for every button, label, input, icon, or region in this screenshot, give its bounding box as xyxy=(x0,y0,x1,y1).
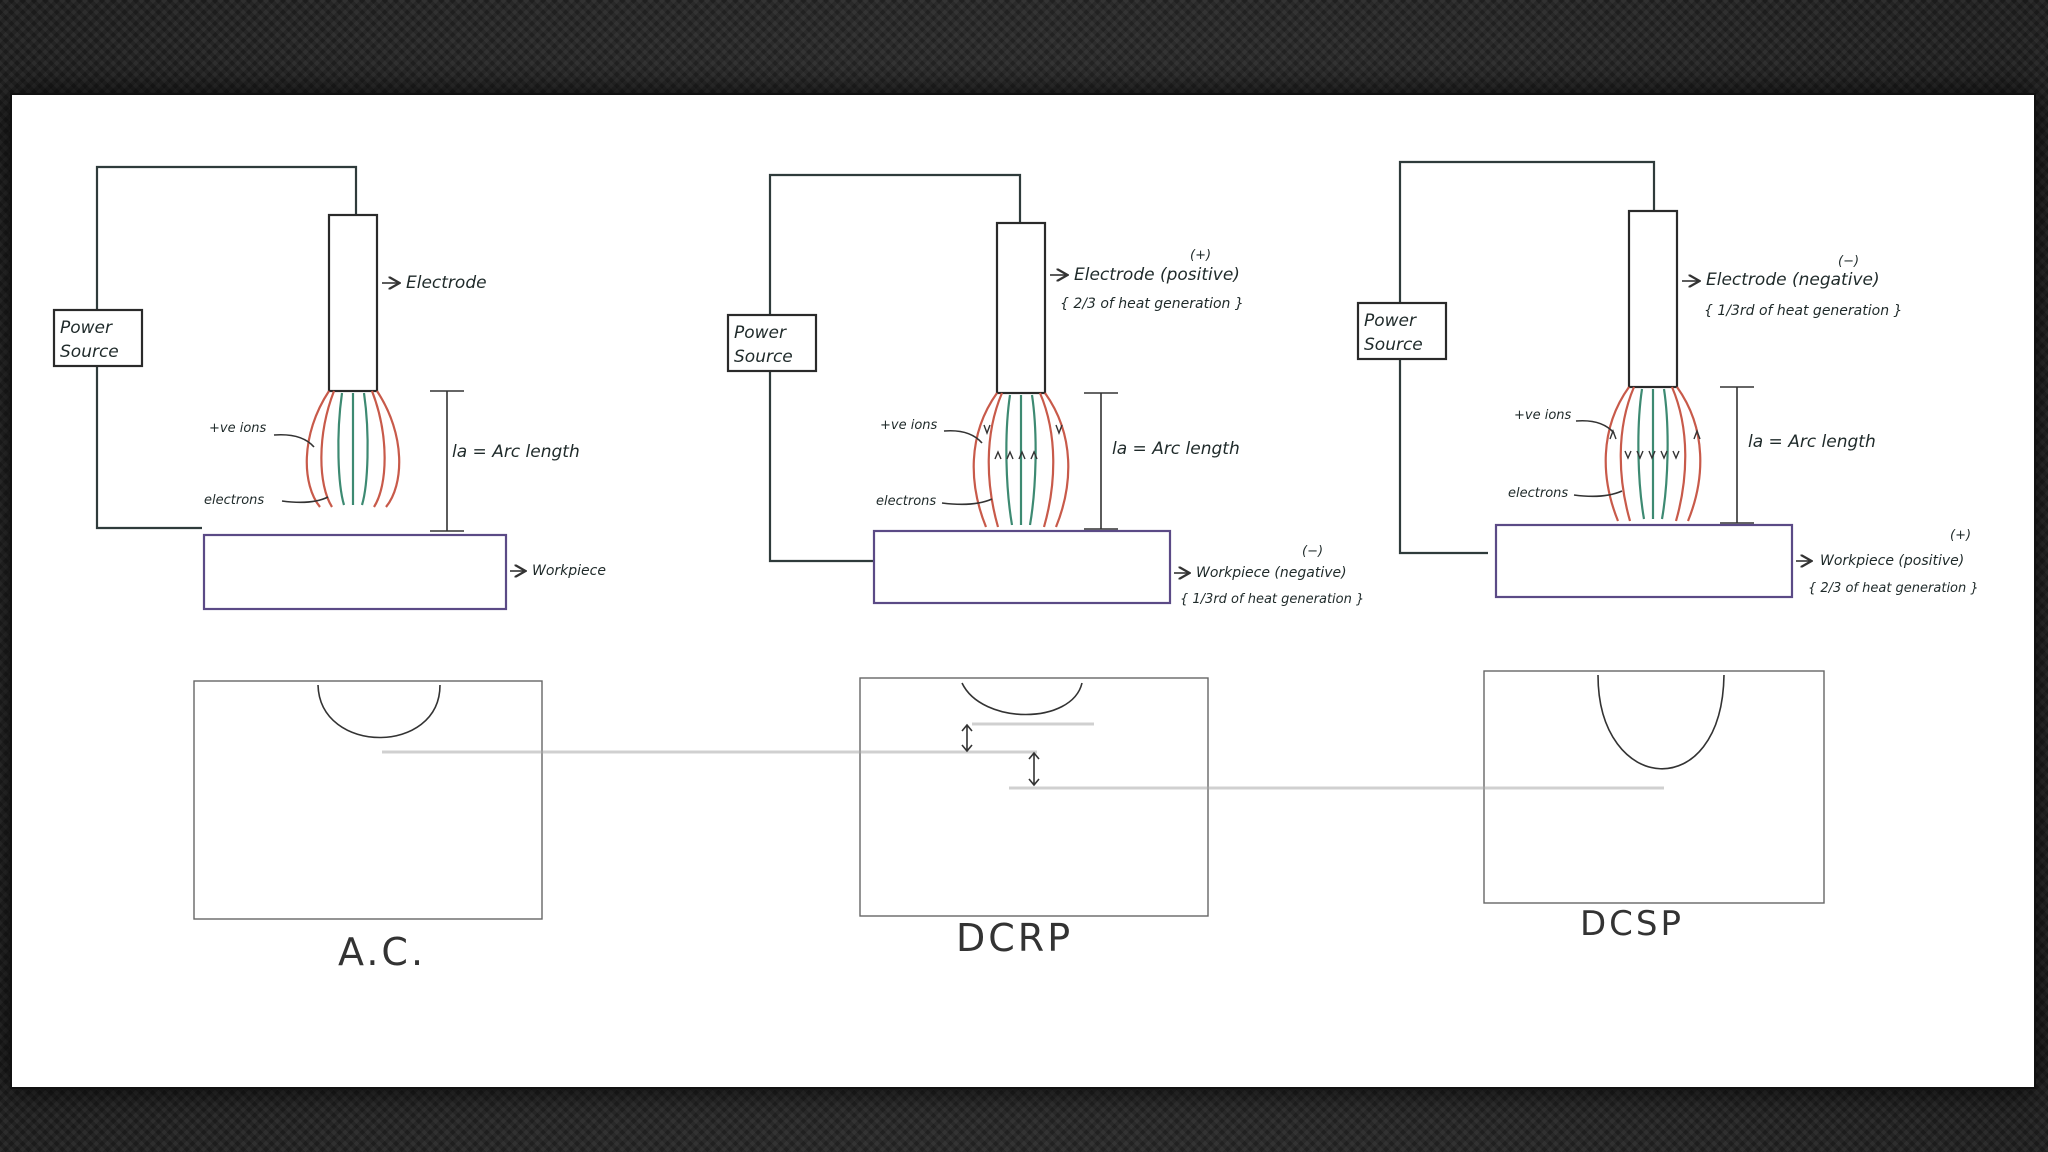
depth-arrow xyxy=(1028,751,1040,787)
ac-bead-box xyxy=(193,680,543,920)
dcsp-bead xyxy=(1597,674,1725,770)
depth-arrow xyxy=(961,723,973,753)
electrode-label: Electrode xyxy=(406,273,487,293)
penetration-profiles: A.C. DCRP DCSP xyxy=(193,670,1825,974)
workpiece-heat-label: { 1/3rd of heat generation } xyxy=(1180,592,1364,607)
panel-ac: Power Source Electrode +ve ions electron… xyxy=(52,165,606,611)
negative-sign: (−) xyxy=(1838,254,1859,269)
panel-dcsp: Power Source (−) Electrode (negative) { … xyxy=(1356,160,1979,599)
panel-dcrp: Power Source (+) Electrode (positive) { … xyxy=(726,173,1364,607)
circuit-wire xyxy=(1398,160,1656,555)
workpiece-heat-label: { 2/3 of heat generation } xyxy=(1808,581,1979,596)
ions-label: +ve ions xyxy=(1514,408,1572,423)
welding-polarity-diagram: Power Source Electrode +ve ions electron… xyxy=(52,160,1979,974)
workpiece-label: Workpiece (negative) xyxy=(1196,565,1347,581)
power-source-label: Source xyxy=(1364,335,1423,355)
electrons-label: electrons xyxy=(204,493,264,508)
electrode xyxy=(327,213,379,393)
positive-sign: (+) xyxy=(1950,528,1971,543)
caption-ac: A.C. xyxy=(338,930,426,974)
arc-inner xyxy=(337,392,369,506)
workpiece-label: Workpiece (positive) xyxy=(1820,553,1964,569)
circuit-wire xyxy=(768,173,1022,563)
caption-dcrp: DCRP xyxy=(956,916,1073,960)
arc-outer xyxy=(972,392,1070,528)
power-source-box xyxy=(52,308,144,368)
power-source-label: Power xyxy=(734,323,787,343)
power-source-label: Power xyxy=(60,318,113,338)
electrode-label: Electrode (positive) xyxy=(1074,265,1240,285)
arc-outer xyxy=(1604,386,1702,522)
arc-length-label: la = Arc length xyxy=(1112,439,1240,459)
electrode-heat-label: { 2/3 of heat generation } xyxy=(1060,296,1244,312)
arc-length-label: la = Arc length xyxy=(1748,432,1876,452)
arc-outer xyxy=(305,390,401,508)
dcrp-bead-box xyxy=(859,677,1209,917)
workpiece xyxy=(1494,523,1794,599)
power-source-label: Power xyxy=(1364,311,1417,331)
ions-label: +ve ions xyxy=(209,421,267,436)
electrode-label: Electrode (negative) xyxy=(1706,270,1880,290)
arc-inner xyxy=(1005,394,1037,526)
electron-arrows xyxy=(1609,429,1701,460)
ions-label: +ve ions xyxy=(880,418,938,433)
electrode xyxy=(995,221,1047,395)
workpiece xyxy=(872,529,1172,605)
power-source-box xyxy=(726,313,818,373)
power-source-box xyxy=(1356,301,1448,361)
whiteboard-slide: Power Source Electrode +ve ions electron… xyxy=(10,93,2036,1089)
electrons-label: electrons xyxy=(1508,486,1568,501)
caption-dcsp: DCSP xyxy=(1580,904,1684,944)
electrode xyxy=(1627,209,1679,389)
arc-length-label: la = Arc length xyxy=(452,442,580,462)
ac-bead xyxy=(317,684,441,739)
electrode-heat-label: { 1/3rd of heat generation } xyxy=(1704,303,1902,319)
power-source-label: Source xyxy=(60,342,119,362)
circuit-wire xyxy=(95,165,358,530)
workpiece-label: Workpiece xyxy=(532,563,606,579)
dcrp-bead xyxy=(961,682,1083,716)
power-source-label: Source xyxy=(734,347,793,367)
ion-arrows xyxy=(983,424,1063,460)
positive-sign: (+) xyxy=(1190,248,1211,263)
workpiece xyxy=(202,533,508,611)
electrons-label: electrons xyxy=(876,494,936,509)
negative-sign: (−) xyxy=(1302,544,1323,559)
